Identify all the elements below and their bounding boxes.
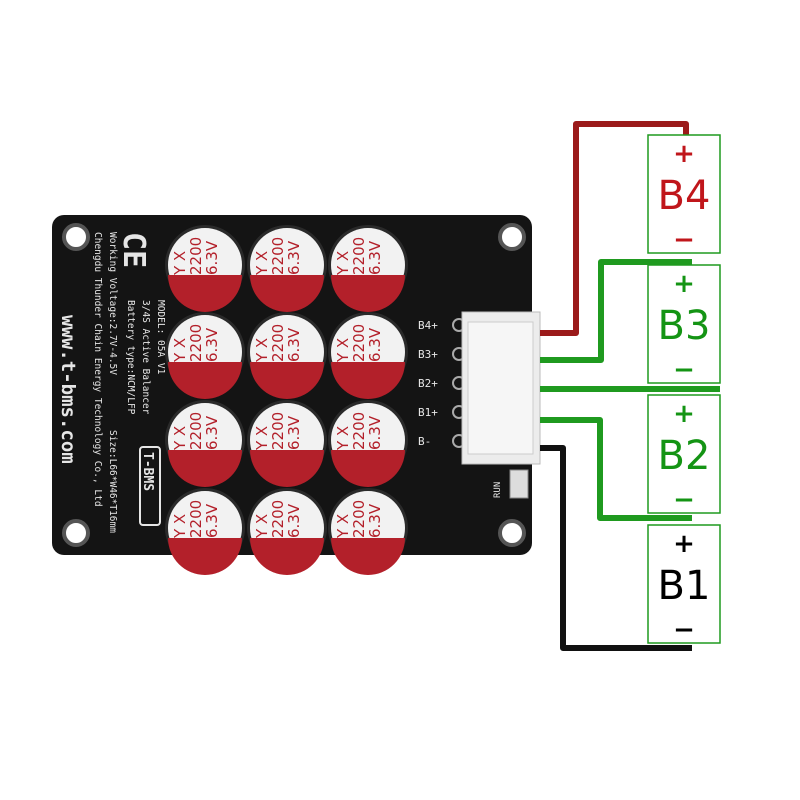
working-voltage-text: Working Voltage:2.7V-4.5V — [107, 232, 118, 375]
capacitor-brand: Y X — [253, 426, 271, 451]
battery-type-text: Battery type:NCM/LFP — [125, 300, 136, 415]
capacitor-value: 2200 — [269, 237, 287, 275]
battery-label: B2 — [658, 433, 711, 479]
battery-plus: + — [673, 139, 695, 169]
capacitor-voltage: 6.3V — [203, 503, 221, 538]
wire-b4-plus — [540, 121, 689, 336]
battery-plus: + — [673, 529, 695, 559]
battery-plus: + — [673, 269, 695, 299]
capacitor-voltage: 6.3V — [366, 503, 384, 538]
capacitor-brand: Y X — [171, 251, 189, 276]
svg-text:RUN: RUN — [493, 482, 503, 498]
battery-plus: + — [673, 399, 695, 429]
capacitor-value: 2200 — [187, 324, 205, 362]
capacitor-value: 2200 — [269, 500, 287, 538]
capacitor-brand: Y X — [334, 426, 352, 451]
svg-text:T-BMS: T-BMS — [140, 452, 155, 491]
pin-label: B2+ — [418, 377, 438, 390]
website-text: www.t-bms.com — [57, 315, 79, 464]
capacitor-value: 2200 — [187, 237, 205, 275]
ce-mark: CE — [116, 232, 151, 268]
capacitor-brand: Y X — [334, 338, 352, 363]
model-text: MODEL: 05A V1 — [155, 300, 166, 375]
capacitor-brand: Y X — [253, 251, 271, 276]
battery-b1: + B1 − — [647, 524, 721, 645]
wire-b1-plus — [540, 417, 692, 521]
size-text: Size:L66*W46*T16mm — [107, 430, 118, 533]
mounting-holes — [62, 223, 526, 547]
run-led: RUN — [493, 469, 529, 499]
capacitor-value: 2200 — [350, 237, 368, 275]
battery-label: B3 — [658, 303, 711, 349]
capacitor-voltage: 6.3V — [366, 415, 384, 450]
capacitor-voltage: 6.3V — [203, 415, 221, 450]
capacitor-value: 2200 — [350, 324, 368, 362]
capacitor-brand: Y X — [171, 426, 189, 451]
capacitor-brand: Y X — [171, 514, 189, 539]
capacitor-brand: Y X — [334, 251, 352, 276]
capacitor-voltage: 6.3V — [203, 327, 221, 362]
capacitor-voltage: 6.3V — [285, 415, 303, 450]
pin-label: B4+ — [418, 319, 438, 332]
company-text: Chengdu Thunder Chain Energy Technology … — [92, 232, 103, 507]
battery-label: B4 — [658, 173, 711, 219]
battery-b2: + B2 − — [647, 394, 721, 515]
description-text: 3/4S Active Balancer — [140, 300, 151, 415]
battery-minus: − — [673, 355, 695, 385]
capacitor-value: 2200 — [350, 412, 368, 450]
battery-label: B1 — [658, 563, 711, 609]
battery-stack: + B4 − + B3 − + B2 − + B1 − — [647, 134, 721, 645]
battery-b3: + B3 − — [647, 264, 721, 385]
pin-label: B- — [418, 435, 431, 448]
wire-b3-plus — [540, 259, 692, 363]
capacitor-value: 2200 — [187, 412, 205, 450]
capacitor-voltage: 6.3V — [285, 240, 303, 275]
capacitor-brand: Y X — [171, 338, 189, 363]
battery-minus: − — [673, 615, 695, 645]
capacitor-value: 2200 — [187, 500, 205, 538]
capacitor-voltage: 6.3V — [285, 503, 303, 538]
t-bms-logo: T-BMS — [139, 446, 161, 526]
capacitor-value: 2200 — [269, 324, 287, 362]
capacitor-brand: Y X — [253, 338, 271, 363]
battery-b4: + B4 − — [647, 134, 721, 255]
capacitor-voltage: 6.3V — [366, 240, 384, 275]
pin-label: B3+ — [418, 348, 438, 361]
wire-b-minus — [540, 445, 692, 651]
pin-label: B1+ — [418, 406, 438, 419]
capacitor-voltage: 6.3V — [366, 327, 384, 362]
capacitor-voltage: 6.3V — [285, 327, 303, 362]
capacitor-brand: Y X — [253, 514, 271, 539]
capacitor-value: 2200 — [269, 412, 287, 450]
capacitor-voltage: 6.3V — [203, 240, 221, 275]
battery-minus: − — [673, 485, 695, 515]
capacitor-brand: Y X — [334, 514, 352, 539]
battery-minus: − — [673, 225, 695, 255]
capacitor-value: 2200 — [350, 500, 368, 538]
